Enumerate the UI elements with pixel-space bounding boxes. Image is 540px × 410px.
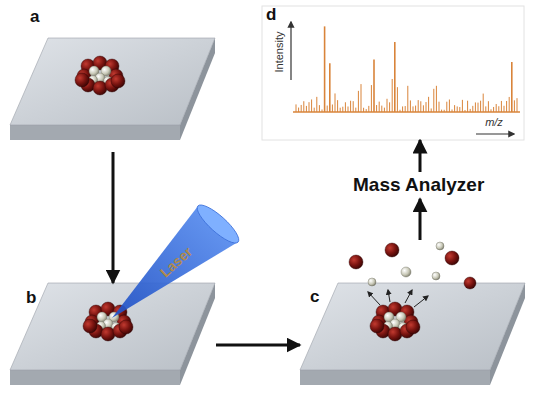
flow-arrow — [216, 344, 300, 347]
panel-letter: a — [30, 8, 39, 27]
panel-letter: d — [266, 6, 276, 25]
nanocluster — [370, 302, 420, 341]
ejected-ions — [349, 242, 476, 307]
stage-label: Mass Analyzer — [353, 174, 487, 197]
panel-d: d — [262, 6, 524, 140]
intensity-axis-arrow — [290, 22, 291, 80]
substrate-slab — [10, 283, 215, 385]
mass-analyzer: Mass Analyzer — [347, 172, 493, 199]
flow-arrow — [419, 199, 422, 240]
panel-b: b — [10, 283, 216, 393]
panel-c: c — [300, 240, 526, 393]
plot-frame — [262, 6, 524, 140]
axis-label: Intensity — [273, 32, 285, 73]
panel-letter: b — [26, 289, 36, 308]
substrate-slab — [10, 38, 215, 140]
flow-arrow — [112, 152, 115, 283]
mass-spectrum — [293, 26, 520, 112]
laser-beam — [112, 200, 243, 318]
panel-letter: c — [310, 288, 319, 307]
axis-label: m/z — [485, 116, 503, 128]
substrate-slab — [300, 283, 525, 385]
nanocluster — [75, 56, 125, 95]
panel-a: a — [10, 6, 216, 152]
flow-arrow — [419, 140, 422, 172]
mz-axis-arrow — [476, 133, 514, 134]
